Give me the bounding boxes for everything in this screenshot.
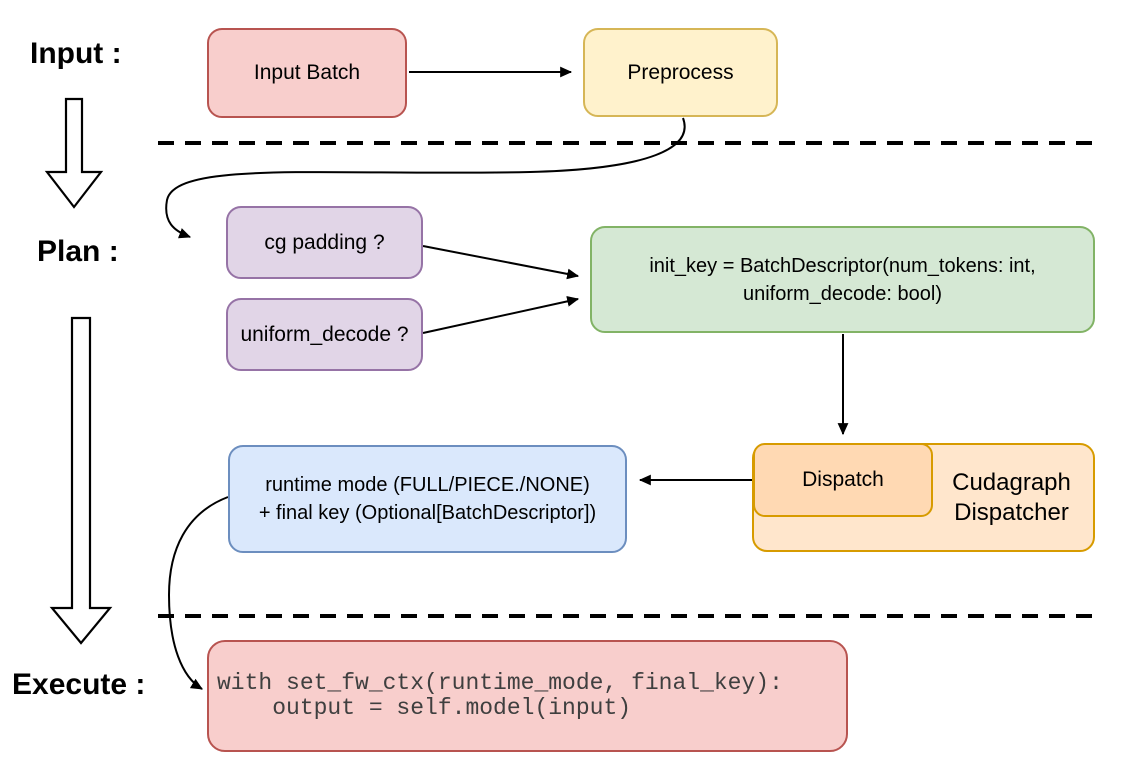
node-uniform-decode: uniform_decode ? [226, 298, 423, 371]
node-preprocess: Preprocess [583, 28, 778, 117]
arrow-cg-padding-to-init-key [422, 245, 580, 280]
arrow-uniform-decode-to-init-key [422, 296, 580, 334]
stage-arrow-plan-to-execute-icon [49, 316, 113, 645]
node-input-batch-label: Input Batch [253, 61, 361, 84]
stage-label-plan: Plan : [37, 235, 119, 268]
node-init-key-line1: init_key = BatchDescriptor(num_tokens: i… [649, 254, 1036, 277]
node-uniform-decode-label: uniform_decode ? [240, 322, 409, 346]
node-cg-padding: cg padding ? [226, 206, 423, 279]
node-execute-code: with set_fw_ctx(runtime_mode, final_key)… [207, 640, 848, 752]
node-cudagraph-dispatcher-line2: Dispatcher [954, 498, 1069, 526]
node-runtime-result-line2: + final key (Optional[BatchDescriptor]) [258, 502, 597, 524]
node-execute-code-line2: output = self.model(input) [217, 695, 632, 721]
node-cudagraph-dispatcher-line1: Cudagraph [952, 468, 1071, 496]
node-dispatch: Dispatch [753, 443, 933, 517]
node-runtime-result-line1: runtime mode (FULL/PIECE./NONE) [265, 474, 590, 496]
node-cudagraph-dispatcher-title: Cudagraph Dispatcher [930, 445, 1093, 550]
stage-label-execute: Execute : [12, 668, 146, 701]
node-execute-code-line1: with set_fw_ctx(runtime_mode, final_key)… [217, 670, 783, 696]
node-cg-padding-label: cg padding ? [264, 230, 385, 254]
node-init-key-line2: uniform_decode: bool) [742, 282, 942, 305]
arrow-runtime-result-to-execute-code [167, 496, 229, 690]
stage-arrow-input-to-plan-icon [44, 97, 104, 209]
node-dispatch-label: Dispatch [802, 468, 884, 491]
arrow-preprocess-to-cg-padding [165, 117, 686, 239]
node-preprocess-label: Preprocess [627, 60, 734, 84]
node-runtime-result: runtime mode (FULL/PIECE./NONE) + final … [228, 445, 627, 553]
stage-label-input: Input : [30, 37, 122, 70]
node-init-key: init_key = BatchDescriptor(num_tokens: i… [590, 226, 1095, 333]
node-input-batch: Input Batch [207, 28, 407, 118]
